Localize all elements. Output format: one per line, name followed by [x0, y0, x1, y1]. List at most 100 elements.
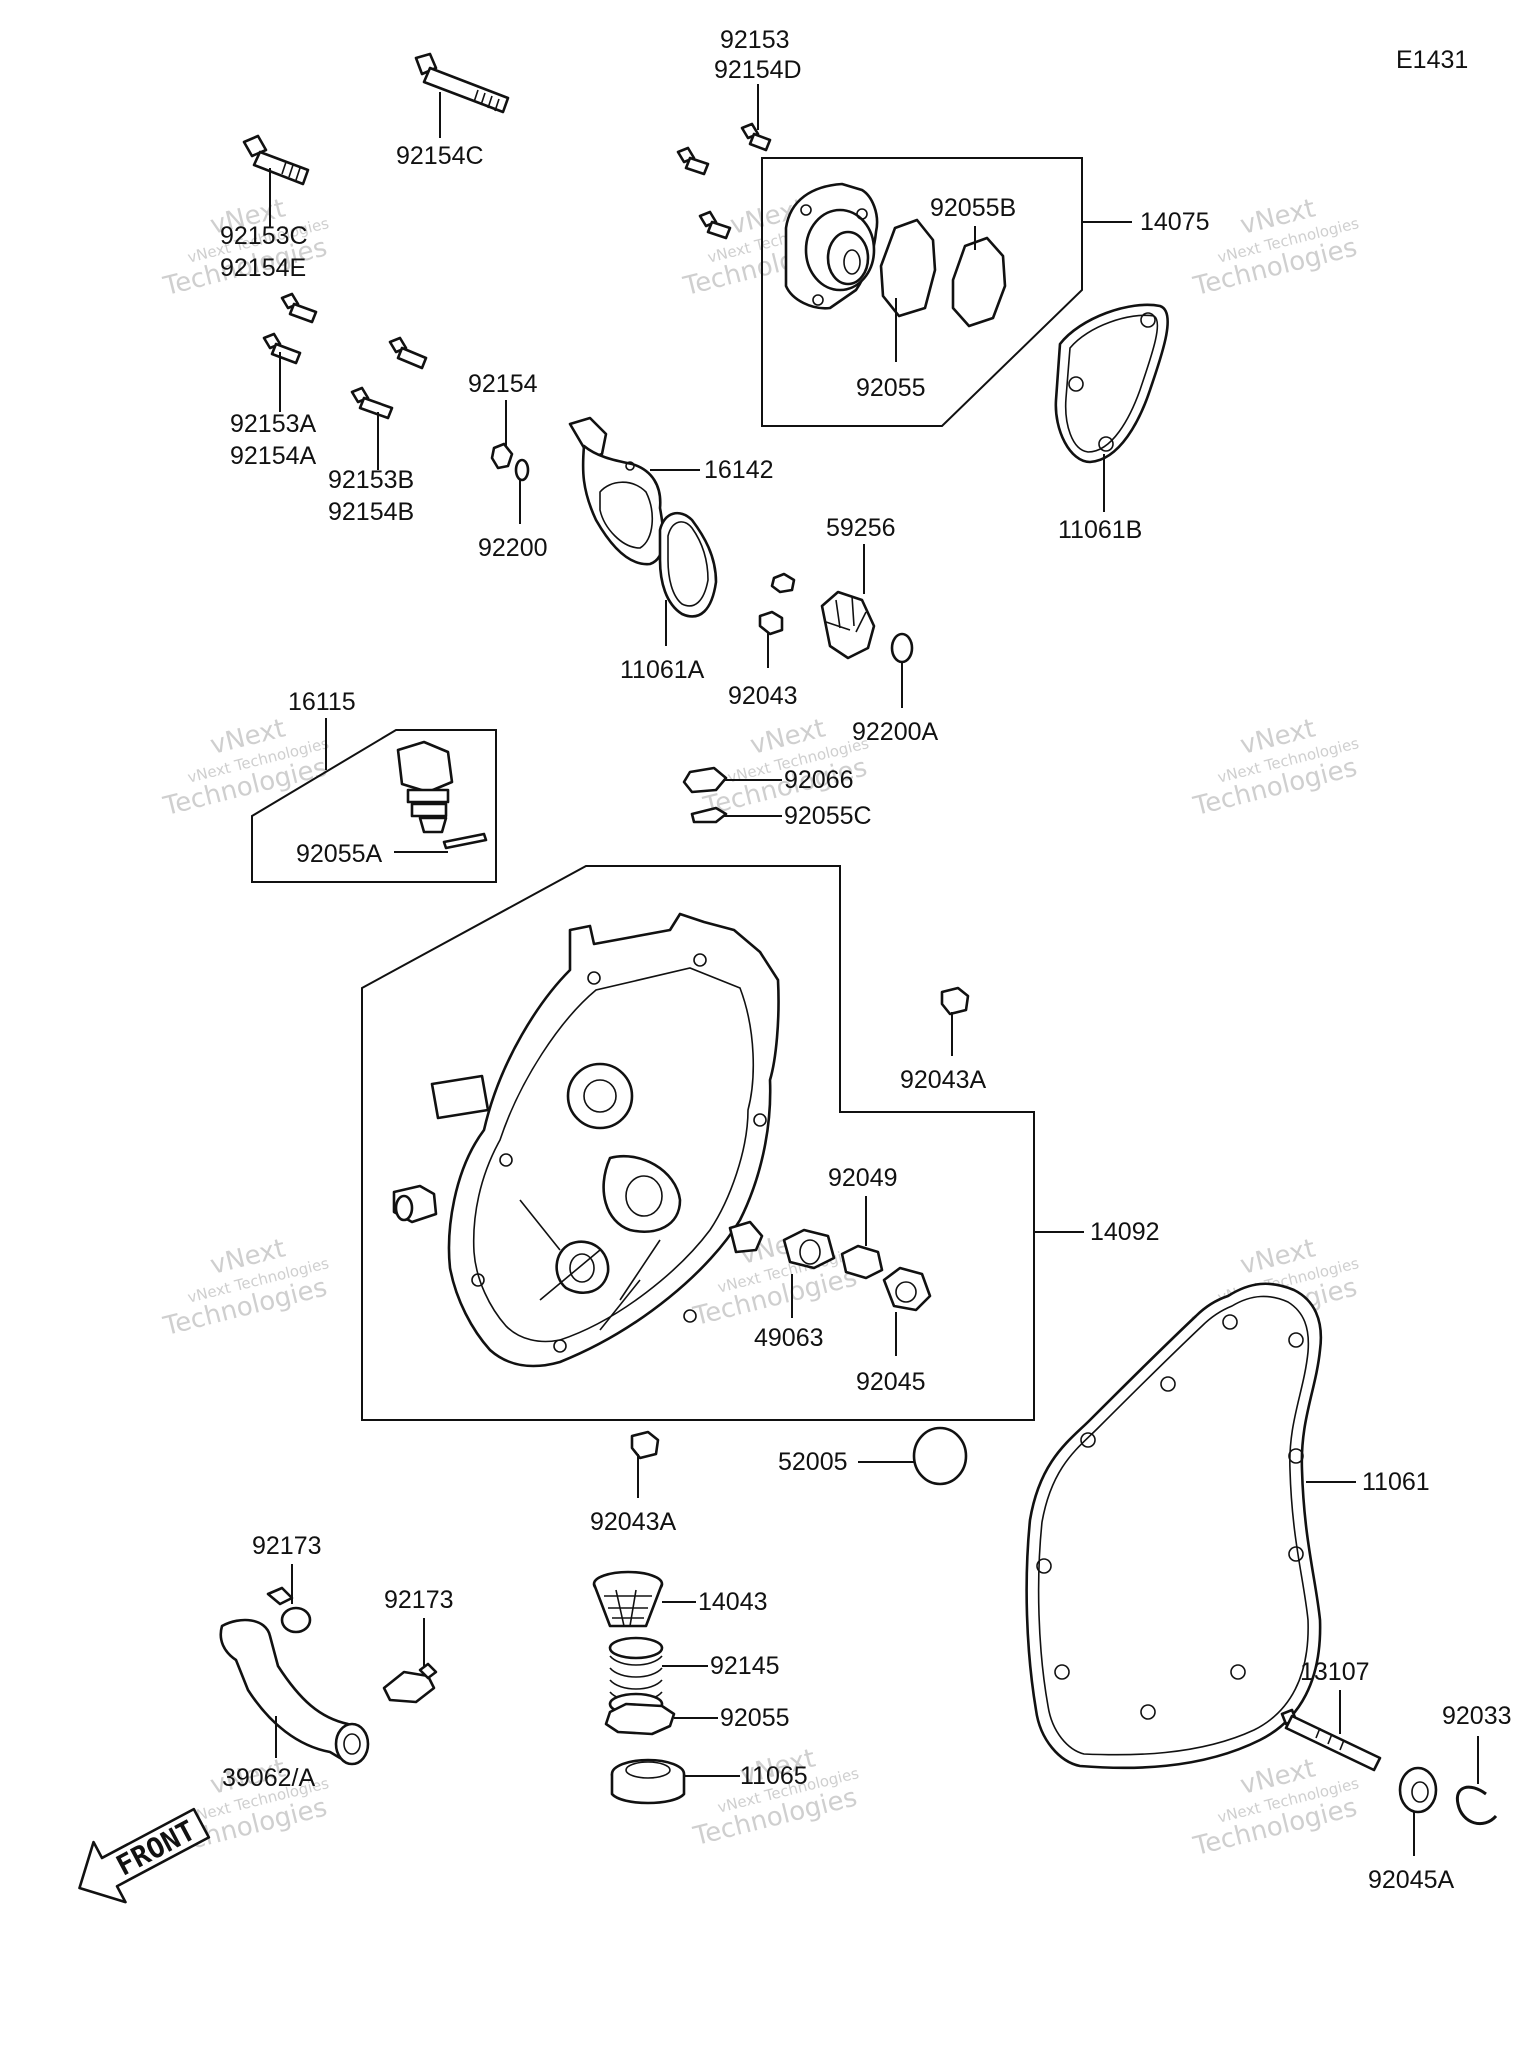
bearing-92045A [1398, 1766, 1438, 1814]
label-92043A-bottom: 92043A [590, 1508, 677, 1536]
label-14092: 14092 [1090, 1218, 1160, 1246]
nut-92049 [840, 1244, 884, 1280]
label-39062: 39062/A [222, 1764, 315, 1792]
label-92200: 92200 [478, 534, 548, 562]
label-92153B: 92153B [328, 466, 414, 494]
impeller-59256 [820, 590, 876, 660]
filter-16115 [396, 740, 454, 834]
circlip-92033 [1455, 1785, 1498, 1826]
label-92055A: 92055A [296, 840, 383, 868]
label-16142: 16142 [704, 456, 774, 484]
bolt-hole [1098, 436, 1114, 452]
seal-92055A [442, 832, 488, 850]
bolt-92154C [414, 52, 510, 114]
bolt-hole [1068, 376, 1084, 392]
label-92154A: 92154A [230, 442, 317, 470]
dowel-92043 [758, 610, 784, 636]
label-92045: 92045 [856, 1368, 926, 1396]
bolt-hole [1054, 1664, 1070, 1680]
label-92153: 92153 [720, 26, 790, 54]
label-92153C: 92153C [220, 222, 308, 250]
bolt-hole [1036, 1558, 1052, 1574]
sleeve-end [394, 1194, 414, 1222]
bolt-hole [1230, 1664, 1246, 1680]
crankcase-cover-14092 [430, 912, 780, 1368]
clamp-92173-a [266, 1586, 312, 1634]
assembly-box-14075 [761, 157, 1083, 427]
plug-92066 [682, 766, 728, 794]
bearing-92045 [882, 1266, 932, 1312]
strainer-14043 [592, 1570, 664, 1628]
label-52005: 52005 [778, 1448, 848, 1476]
bolt-small-4 [698, 210, 732, 240]
clamp-92173-b [382, 1662, 438, 1704]
label-92173-a: 92173 [252, 1532, 322, 1560]
nut-92154 [490, 442, 514, 470]
hose-39062 [219, 1618, 370, 1766]
label-92055B: 92055B [930, 194, 1016, 222]
label-92153A: 92153A [230, 410, 317, 438]
label-92173-b: 92173 [384, 1586, 454, 1614]
dowel-92043A [630, 1430, 660, 1460]
label-14075: 14075 [1140, 208, 1210, 236]
gear-49063 [782, 1228, 836, 1270]
bolt-hole [1140, 1704, 1156, 1720]
bolt-hole [1288, 1546, 1304, 1562]
label-92200A: 92200A [852, 718, 939, 746]
seal-92055C [690, 806, 728, 824]
label-92043: 92043 [728, 682, 798, 710]
label-92033: 92033 [1442, 1702, 1512, 1730]
label-11061B: 11061B [1058, 516, 1142, 544]
gasket-inner-line [1064, 314, 1159, 453]
label-92055-bottom: 92055 [720, 1704, 790, 1732]
label-92043A-top: 92043A [900, 1066, 987, 1094]
bolt-92153C [242, 134, 310, 186]
bearing-inner [895, 1281, 917, 1303]
label-11061: 11061 [1362, 1468, 1430, 1496]
bolt-hole [1080, 1432, 1096, 1448]
gasket-inner-line [667, 521, 709, 607]
dowel-92043A [940, 986, 970, 1016]
bolt-92153A [262, 332, 302, 365]
label-49063: 49063 [754, 1324, 824, 1352]
label-92055C: 92055C [784, 802, 872, 830]
bolt-small-1 [280, 292, 318, 324]
bolt-hole [1160, 1376, 1176, 1392]
pump-cover-14075 [784, 182, 879, 310]
assembly-box-14092 [361, 865, 1035, 1421]
bolt-92153 [740, 122, 772, 152]
bolt-small-2 [388, 336, 428, 370]
pump-body-16142 [568, 416, 665, 566]
bolt-hole [1140, 312, 1156, 328]
o-ring-92055B [951, 236, 1007, 328]
assembly-box-16115 [251, 729, 497, 883]
label-92154E: 92154E [220, 254, 306, 282]
label-13107: 13107 [1300, 1658, 1370, 1686]
washer-92200 [514, 458, 530, 482]
front-arrow: FRONT [78, 1807, 211, 1904]
bolt-hole [1288, 1332, 1304, 1348]
label-11061A: 11061A [620, 656, 705, 684]
label-92066: 92066 [784, 766, 854, 794]
label-92145: 92145 [710, 1652, 780, 1680]
label-92045A: 92045A [1368, 1866, 1455, 1894]
bolt-92153B [350, 386, 394, 420]
label-92154C: 92154C [396, 142, 484, 170]
gasket-inner-line [1037, 1295, 1310, 1756]
plug-11065 [610, 1758, 686, 1805]
label-92049: 92049 [828, 1164, 898, 1192]
label-16115: 16115 [288, 688, 356, 716]
bolt-hole [1222, 1314, 1238, 1330]
shaft-13107 [1280, 1708, 1382, 1772]
label-92055: 92055 [856, 374, 926, 402]
gear-hole [799, 1239, 821, 1265]
front-label: FRONT [111, 1814, 201, 1883]
label-11065: 11065 [740, 1762, 808, 1790]
o-ring-52005 [912, 1426, 968, 1486]
label-92154: 92154 [468, 370, 538, 398]
label-92154D: 92154D [714, 56, 802, 84]
label-14043: 14043 [698, 1588, 768, 1616]
dowel-92043 [770, 572, 796, 594]
diagram-id: E1431 [1396, 46, 1468, 74]
